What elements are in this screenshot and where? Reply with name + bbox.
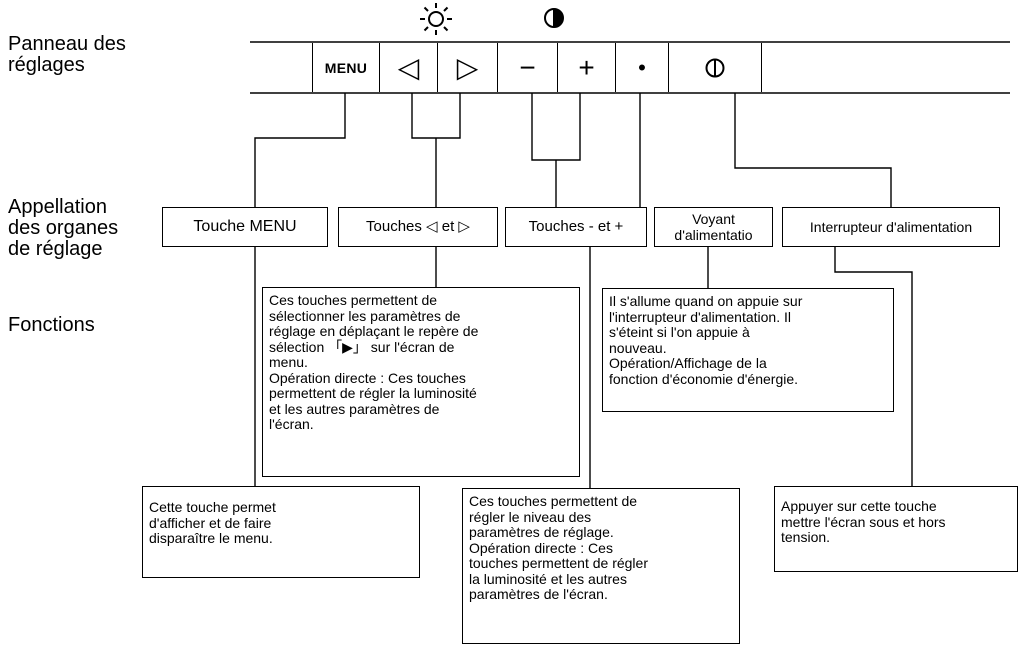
function-plus-minus-keys: Ces touches permettent de régler le nive… [462, 488, 740, 644]
name-power-led: Voyant d'alimentatio [654, 207, 773, 247]
plus-button[interactable]: + [557, 43, 615, 92]
function-power-switch: Appuyer sur cette touche mettre l'écran … [774, 486, 1018, 572]
power-switch-button[interactable] [668, 43, 762, 92]
minus-button[interactable]: − [497, 43, 557, 92]
led-dot-icon: • [638, 54, 646, 80]
menu-button-label: MENU [324, 59, 368, 76]
function-arrow-keys: Ces touches permettent de sélectionner l… [262, 287, 580, 477]
left-triangle-icon: ◁ [397, 51, 420, 83]
name-plus-minus-keys: Touches - et + [505, 207, 647, 247]
contrast-icon [544, 8, 564, 28]
sun-brightness-icon [420, 3, 452, 35]
function-menu-key: Cette touche permet d'afficher et de fai… [142, 486, 420, 578]
power-icon [705, 58, 725, 77]
row-label-panel: Panneau des réglages [8, 33, 126, 76]
row-label-control-names: Appellation des organes de réglage [8, 196, 119, 260]
name-arrow-keys: Touches ◁ et ▷ [338, 207, 498, 247]
menu-button[interactable]: MENU [312, 43, 379, 92]
power-led: • [615, 43, 668, 92]
right-arrow-button[interactable]: ▷ [437, 43, 497, 92]
row-label-functions: Fonctions [8, 314, 95, 336]
name-menu-key: Touche MENU [162, 207, 328, 247]
name-power-switch: Interrupteur d'alimentation [782, 207, 1000, 247]
minus-icon: − [519, 51, 536, 83]
plus-icon: + [578, 51, 595, 83]
left-arrow-button[interactable]: ◁ [379, 43, 437, 92]
right-triangle-icon: ▷ [456, 51, 479, 83]
function-power-led: Il s'allume quand on appuie sur l'interr… [602, 288, 894, 412]
